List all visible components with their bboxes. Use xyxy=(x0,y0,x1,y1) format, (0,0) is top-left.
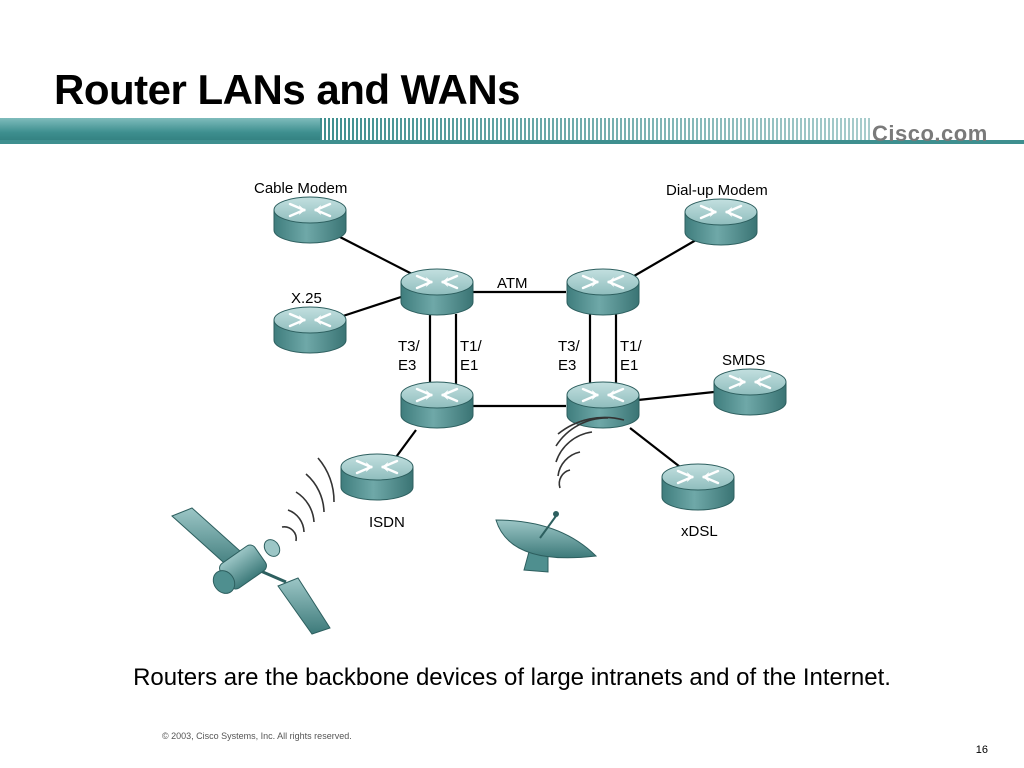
label-isdn: ISDN xyxy=(369,514,405,531)
dialup-modem-router-icon xyxy=(683,197,759,247)
label-cable-modem: Cable Modem xyxy=(254,180,347,197)
label-e3-left: E3 xyxy=(398,357,416,374)
header-banner xyxy=(0,118,1024,144)
backbone-router-bottom-right-icon xyxy=(565,380,641,430)
copyright-notice: © 2003, Cisco Systems, Inc. All rights r… xyxy=(162,731,352,741)
label-xdsl: xDSL xyxy=(681,523,718,540)
isdn-router-icon xyxy=(339,452,415,502)
slide-caption: Routers are the backbone devices of larg… xyxy=(133,664,891,691)
label-e1-right: E1 xyxy=(620,357,638,374)
label-smds: SMDS xyxy=(722,352,765,369)
satellite-icon xyxy=(171,507,331,635)
x25-router-icon xyxy=(272,305,348,355)
label-x25: X.25 xyxy=(291,290,322,307)
cisco-logo: Cisco.com xyxy=(872,121,988,146)
label-atm: ATM xyxy=(497,275,528,292)
label-t1-left: T1/ xyxy=(460,338,483,355)
label-e3-right: E3 xyxy=(558,357,576,374)
dish-signal-waves xyxy=(555,416,625,489)
smds-router-icon xyxy=(712,367,788,417)
label-t3-right: T3/ xyxy=(558,338,581,355)
label-dialup-modem: Dial-up Modem xyxy=(666,182,768,199)
cable-modem-router-icon xyxy=(272,195,348,245)
backbone-router-top-right-icon xyxy=(565,267,641,317)
label-t1-right: T1/ xyxy=(620,338,643,355)
xdsl-router-icon xyxy=(660,462,736,512)
connection-lines xyxy=(337,235,715,471)
label-t3-left: T3/ xyxy=(398,338,421,355)
page-number: 16 xyxy=(975,744,988,756)
slide-title: Router LANs and WANs xyxy=(54,66,521,113)
satellite-signal-waves xyxy=(281,457,335,542)
satellite-dish-icon xyxy=(495,511,598,573)
backbone-router-bottom-left-icon xyxy=(399,380,475,430)
label-e1-left: E1 xyxy=(460,357,478,374)
backbone-router-top-left-icon xyxy=(399,267,475,317)
